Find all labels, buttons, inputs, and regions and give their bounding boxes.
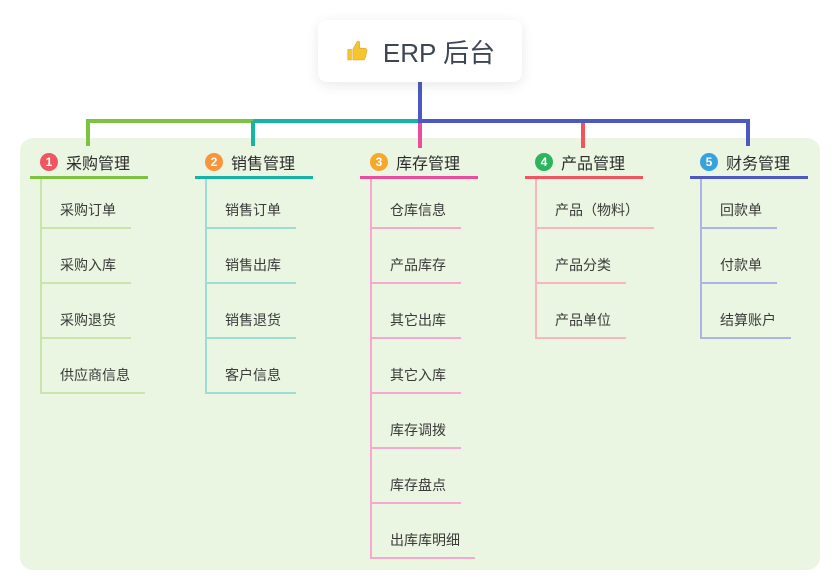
branch-children: 销售订单 销售出库 销售退货 客户信息	[205, 179, 313, 394]
child-node[interactable]: 销售订单	[207, 179, 313, 229]
child-label: 采购订单	[42, 200, 131, 229]
child-label: 客户信息	[207, 365, 296, 394]
thumbs-up-icon	[345, 38, 372, 65]
child-label: 采购入库	[42, 255, 131, 284]
branch-children: 仓库信息 产品库存 其它出库 其它入库 库存调拨 库存盘点 出库库明细	[370, 179, 478, 559]
branch-children: 采购订单 采购入库 采购退货 供应商信息	[40, 179, 148, 394]
child-node[interactable]: 产品（物料）	[537, 179, 654, 229]
root-node-erp-backend[interactable]: ERP 后台	[318, 20, 522, 82]
branch-number-badge: 4	[535, 153, 553, 171]
child-node[interactable]: 供应商信息	[42, 339, 148, 394]
child-label: 结算账户	[702, 310, 791, 339]
branch-purchase-management: 1 采购管理 采购订单 采购入库 采购退货 供应商信息	[30, 148, 148, 394]
branch-label: 销售管理	[231, 156, 296, 173]
branch-node-sales[interactable]: 2 销售管理	[195, 148, 313, 179]
child-node[interactable]: 库存调拨	[372, 394, 478, 449]
branch-number-badge: 2	[205, 153, 223, 171]
branch-number-badge: 1	[40, 153, 58, 171]
branch-number-badge: 5	[700, 153, 718, 171]
branch-inventory-management: 3 库存管理 仓库信息 产品库存 其它出库 其它入库 库存调拨 库存盘点 出库库…	[360, 148, 478, 559]
child-node[interactable]: 采购订单	[42, 179, 148, 229]
child-node[interactable]: 其它出库	[372, 284, 478, 339]
child-label: 回款单	[702, 200, 777, 229]
branch-label: 库存管理	[396, 156, 461, 173]
child-label: 产品（物料）	[537, 200, 654, 229]
branch-product-management: 4 产品管理 产品（物料） 产品分类 产品单位	[525, 148, 654, 339]
child-label: 产品库存	[372, 255, 461, 284]
branch-children: 回款单 付款单 结算账户	[700, 179, 808, 339]
child-label: 出库库明细	[372, 530, 475, 559]
child-node[interactable]: 仓库信息	[372, 179, 478, 229]
branches-panel	[20, 138, 820, 570]
child-node[interactable]: 付款单	[702, 229, 808, 284]
child-node[interactable]: 采购入库	[42, 229, 148, 284]
child-label: 销售订单	[207, 200, 296, 229]
child-label: 采购退货	[42, 310, 131, 339]
branch-label: 财务管理	[726, 156, 791, 173]
child-label: 供应商信息	[42, 365, 145, 394]
child-node[interactable]: 产品单位	[537, 284, 643, 339]
child-label: 销售出库	[207, 255, 296, 284]
child-label: 仓库信息	[372, 200, 461, 229]
child-node[interactable]: 出库库明细	[372, 504, 478, 559]
branch-node-purchase[interactable]: 1 采购管理	[30, 148, 148, 179]
child-label: 产品单位	[537, 310, 626, 339]
child-label: 产品分类	[537, 255, 626, 284]
child-label: 其它出库	[372, 310, 461, 339]
child-label: 其它入库	[372, 365, 461, 394]
child-label: 库存盘点	[372, 475, 461, 504]
child-node[interactable]: 销售出库	[207, 229, 313, 284]
branch-sales-management: 2 销售管理 销售订单 销售出库 销售退货 客户信息	[195, 148, 313, 394]
root-title: ERP 后台	[382, 37, 496, 68]
child-node[interactable]: 采购退货	[42, 284, 148, 339]
branch-finance-management: 5 财务管理 回款单 付款单 结算账户	[690, 148, 808, 339]
branch-number-badge: 3	[370, 153, 388, 171]
branch-label: 采购管理	[66, 156, 131, 173]
child-label: 付款单	[702, 255, 777, 284]
child-node[interactable]: 库存盘点	[372, 449, 478, 504]
branch-node-product[interactable]: 4 产品管理	[525, 148, 643, 179]
child-node[interactable]: 产品分类	[537, 229, 643, 284]
child-node[interactable]: 产品库存	[372, 229, 478, 284]
child-node[interactable]: 结算账户	[702, 284, 808, 339]
child-node[interactable]: 客户信息	[207, 339, 313, 394]
branch-children: 产品（物料） 产品分类 产品单位	[535, 179, 654, 339]
branch-node-inventory[interactable]: 3 库存管理	[360, 148, 478, 179]
branch-label: 产品管理	[561, 156, 626, 173]
child-label: 库存调拨	[372, 420, 461, 449]
child-node[interactable]: 回款单	[702, 179, 808, 229]
child-node[interactable]: 其它入库	[372, 339, 478, 394]
child-label: 销售退货	[207, 310, 296, 339]
branch-node-finance[interactable]: 5 财务管理	[690, 148, 808, 179]
child-node[interactable]: 销售退货	[207, 284, 313, 339]
